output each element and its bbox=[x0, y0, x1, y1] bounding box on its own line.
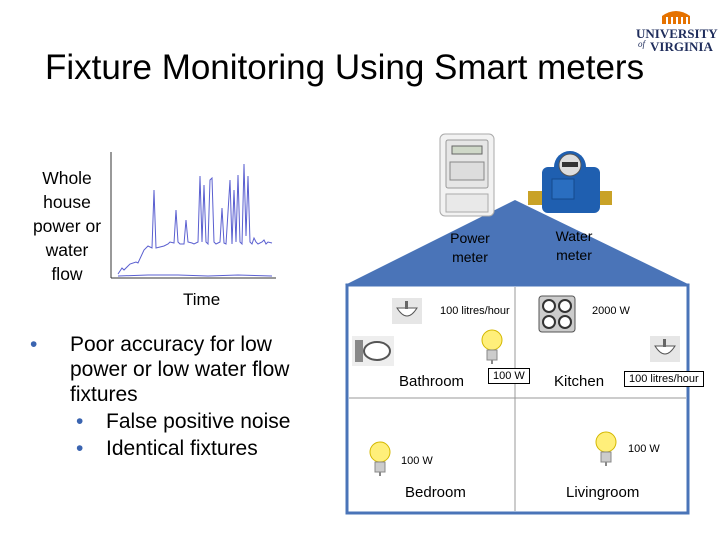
stove-icon bbox=[538, 295, 576, 333]
logo-of: of bbox=[638, 39, 646, 49]
bullet-sub: False positive noise bbox=[30, 409, 330, 434]
bullet-main: Poor accuracy for low power or low water… bbox=[30, 332, 330, 407]
slide-title: Fixture Monitoring Using Smart meters bbox=[45, 48, 645, 87]
room-bathroom: Bathroom bbox=[399, 373, 465, 390]
room-livingroom: Livingroom bbox=[566, 484, 640, 501]
logo-line-2: VIRGINIA bbox=[650, 39, 713, 54]
kitchen-sink-label: 100 litres/hour bbox=[624, 371, 704, 387]
water-meter-label: Water meter bbox=[555, 228, 593, 263]
power-meter-label: Power meter bbox=[450, 230, 490, 265]
stove-power-label: 2000 W bbox=[592, 305, 630, 317]
kitchen-sink-icon bbox=[650, 336, 680, 362]
room-bedroom: Bedroom bbox=[405, 484, 466, 501]
bullet-list: Poor accuracy for low power or low water… bbox=[30, 332, 330, 461]
ylabel-line: house bbox=[43, 192, 91, 212]
living-light-label: 100 W bbox=[628, 443, 660, 455]
chart-x-label: Time bbox=[183, 290, 221, 309]
power-trace-line bbox=[117, 163, 273, 275]
water-meter-icon bbox=[528, 151, 612, 213]
ylabel-line: Whole bbox=[42, 168, 92, 188]
sink-flow-label: 100 litres/hour bbox=[440, 305, 510, 317]
room-kitchen: Kitchen bbox=[554, 373, 605, 390]
toilet-icon bbox=[352, 336, 394, 366]
sink-icon bbox=[392, 298, 422, 324]
power-trace-chart bbox=[110, 152, 276, 279]
light-bulb-icon bbox=[481, 329, 503, 364]
house-roof bbox=[345, 200, 690, 285]
power-meter-icon bbox=[439, 133, 495, 217]
logo-line-1: UNIVERSITY bbox=[636, 26, 718, 41]
house-diagram bbox=[345, 200, 690, 515]
chart-y-label: Whole house power or water flow bbox=[26, 166, 108, 286]
light-bulb-icon bbox=[595, 431, 617, 466]
light-bulb-icon bbox=[369, 441, 391, 476]
ylabel-line: water bbox=[45, 240, 89, 260]
rotunda-icon bbox=[662, 11, 690, 24]
bullet-sub: Identical fixtures bbox=[30, 436, 330, 461]
power-trace-baseline bbox=[117, 274, 273, 277]
bath-light-label: 100 W bbox=[488, 368, 530, 384]
ylabel-line: power or bbox=[32, 216, 102, 236]
university-logo: UNIVERSITY of VIRGINIA bbox=[636, 6, 718, 54]
bedroom-light-label: 100 W bbox=[401, 455, 433, 467]
ylabel-line: flow bbox=[51, 264, 83, 284]
